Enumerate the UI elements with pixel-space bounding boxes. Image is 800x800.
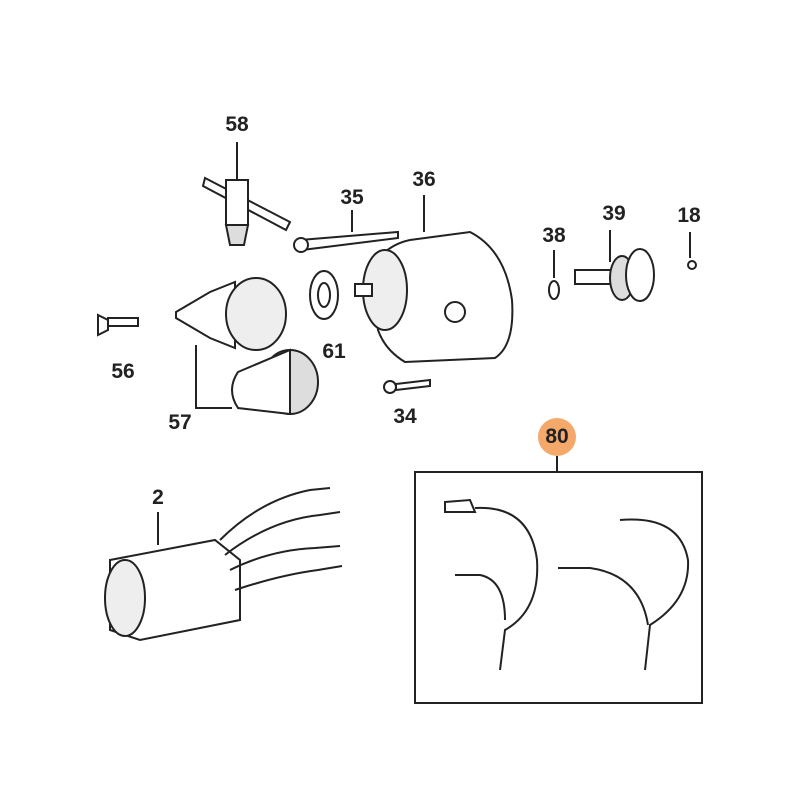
label-18[interactable]: 18 xyxy=(677,204,701,227)
label-56[interactable]: 56 xyxy=(111,360,135,383)
part-57-chuck[interactable] xyxy=(175,277,319,416)
label-34[interactable]: 34 xyxy=(393,405,417,428)
label-38[interactable]: 38 xyxy=(542,224,566,247)
part-18-ring[interactable] xyxy=(687,232,697,270)
label-35[interactable]: 35 xyxy=(340,186,364,209)
part-56-screw[interactable] xyxy=(97,313,139,337)
highlight-marker-80 xyxy=(538,418,576,456)
label-80[interactable]: 80 xyxy=(545,425,569,448)
label-58[interactable]: 58 xyxy=(225,113,249,136)
label-36[interactable]: 36 xyxy=(412,168,436,191)
part-34-screw[interactable] xyxy=(383,378,431,394)
part-36-gear-housing[interactable] xyxy=(354,195,514,364)
label-57[interactable]: 57 xyxy=(168,411,192,434)
part-80-cable-set[interactable] xyxy=(414,456,703,704)
part-58-chuck-key[interactable] xyxy=(201,142,292,246)
part-2-field[interactable] xyxy=(104,487,343,642)
part-35-screw[interactable] xyxy=(293,210,399,253)
label-2[interactable]: 2 xyxy=(152,486,164,509)
part-39-gear[interactable] xyxy=(574,230,655,302)
part-38-washer[interactable] xyxy=(548,250,560,300)
part-61-washer[interactable] xyxy=(309,270,339,320)
label-61[interactable]: 61 xyxy=(322,340,346,363)
label-39[interactable]: 39 xyxy=(602,202,626,225)
